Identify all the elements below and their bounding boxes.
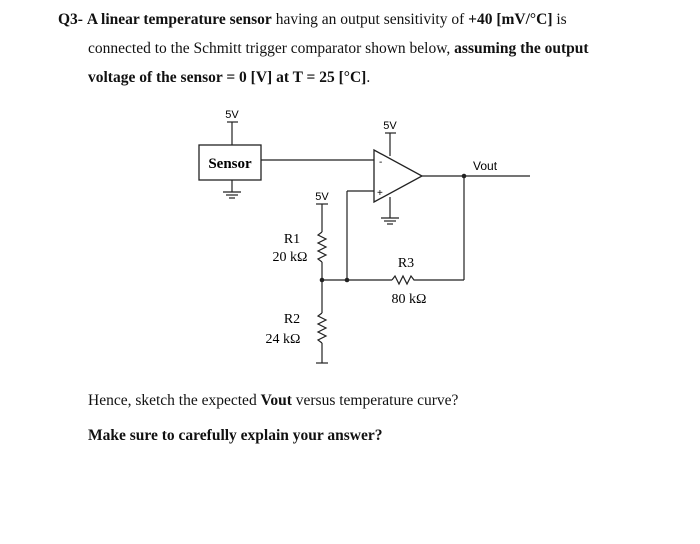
question-line-2: connected to the Schmitt trigger compara… <box>88 39 589 59</box>
question-line-1: Q3- A linear temperature sensor having a… <box>58 10 567 30</box>
question-condition: = 0 [V] at T = 25 [°C] <box>222 69 367 86</box>
footer-vout: Vout <box>260 392 292 409</box>
sensor-box <box>198 144 262 181</box>
question-sensor-phrase: A linear temperature sensor <box>86 11 272 28</box>
question-sensitivity: +40 [mV/°C] <box>468 11 553 28</box>
question-assumption-phrase: assuming the output <box>454 40 589 57</box>
r3-value: 80 kΩ <box>392 292 427 307</box>
r2-name: R2 <box>284 312 300 327</box>
footer-line-2: Make sure to carefully explain your answ… <box>88 427 383 444</box>
question-text-2: connected to the Schmitt trigger compara… <box>88 40 455 57</box>
sensor-label: Sensor <box>208 156 252 172</box>
opamp-supply-label: 5V <box>383 120 397 132</box>
question-period: . <box>366 69 371 86</box>
r1-resistor <box>316 231 328 263</box>
r1-value: 20 kΩ <box>273 250 308 265</box>
footer-text-1: Hence, sketch the expected <box>88 392 261 409</box>
question-text-1: having an output sensitivity of <box>271 11 469 28</box>
divider-junction-dot <box>319 277 325 283</box>
question-number: Q3- <box>58 11 83 28</box>
opamp-minus-label: - <box>379 157 382 168</box>
junction-node-dot <box>344 277 350 283</box>
sensor-supply-label: 5V <box>225 109 239 121</box>
vout-label: Vout <box>473 159 498 173</box>
question-text-1-end: is <box>552 11 567 28</box>
question-line-3: voltage of the sensor = 0 [V] at T = 25 … <box>88 68 370 88</box>
divider-supply-label: 5V <box>315 191 329 203</box>
question-assumption-phrase-2: voltage of the sensor <box>88 69 223 86</box>
opamp-plus-label: + <box>377 188 383 199</box>
r3-resistor <box>391 274 416 286</box>
footer-line-1: Hence, sketch the expected Vout versus t… <box>88 392 458 410</box>
output-junction-dot <box>461 173 467 179</box>
r3-name: R3 <box>398 256 414 271</box>
r1-name: R1 <box>284 232 300 247</box>
opamp-triangle <box>373 148 424 204</box>
r2-value: 24 kΩ <box>266 332 301 347</box>
r2-resistor <box>316 312 328 344</box>
footer-text-1-end: versus temperature curve? <box>291 392 459 409</box>
